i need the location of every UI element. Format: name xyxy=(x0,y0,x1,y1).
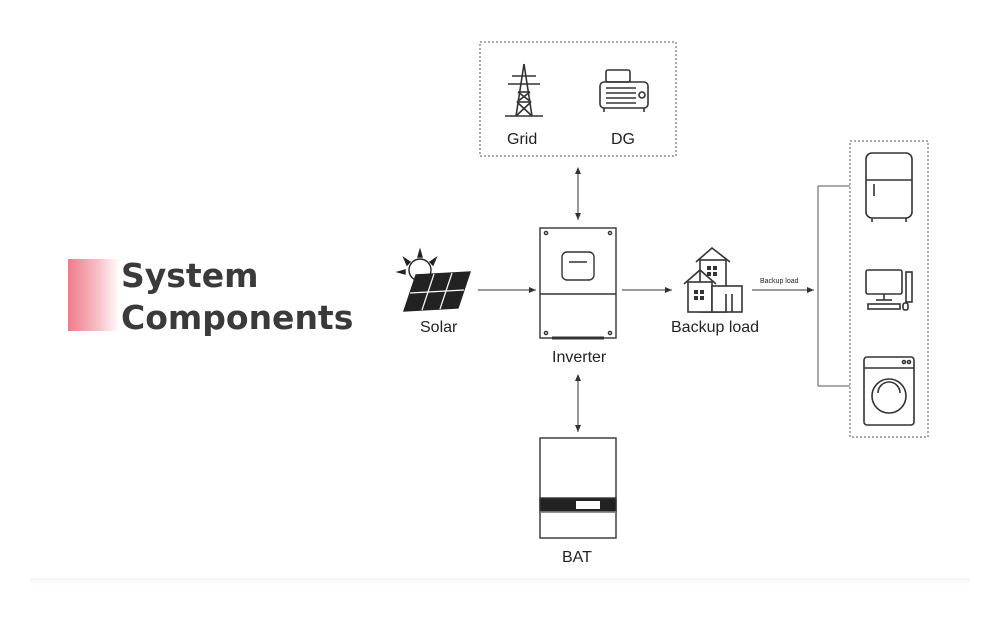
loads-box xyxy=(849,140,929,438)
backup-load-edge-label: Backup load xyxy=(760,278,799,285)
grid-dg-box xyxy=(479,41,677,157)
solar-label: Solar xyxy=(420,319,458,336)
bat-label: BAT xyxy=(562,549,592,566)
grid-label: Grid xyxy=(507,131,538,148)
battery-icon xyxy=(539,437,617,539)
inverter-label: Inverter xyxy=(552,349,607,366)
generator-icon xyxy=(599,69,649,112)
title-line-2: Components xyxy=(121,298,354,337)
title-accent-bar xyxy=(68,259,120,331)
inverter-icon xyxy=(539,227,617,340)
loads-bracket xyxy=(817,185,850,387)
washing-machine-icon xyxy=(863,356,915,426)
title: System Components xyxy=(121,255,353,339)
floor-shadow xyxy=(30,578,970,586)
title-line-1: System xyxy=(121,256,259,295)
house-icon xyxy=(683,246,743,313)
refrigerator-icon xyxy=(865,152,913,222)
backup-load-label: Backup load xyxy=(671,319,760,336)
computer-icon xyxy=(865,269,913,311)
solar-panel-icon xyxy=(395,247,471,312)
dg-label: DG xyxy=(611,131,635,148)
transmission-tower-icon xyxy=(505,63,543,117)
